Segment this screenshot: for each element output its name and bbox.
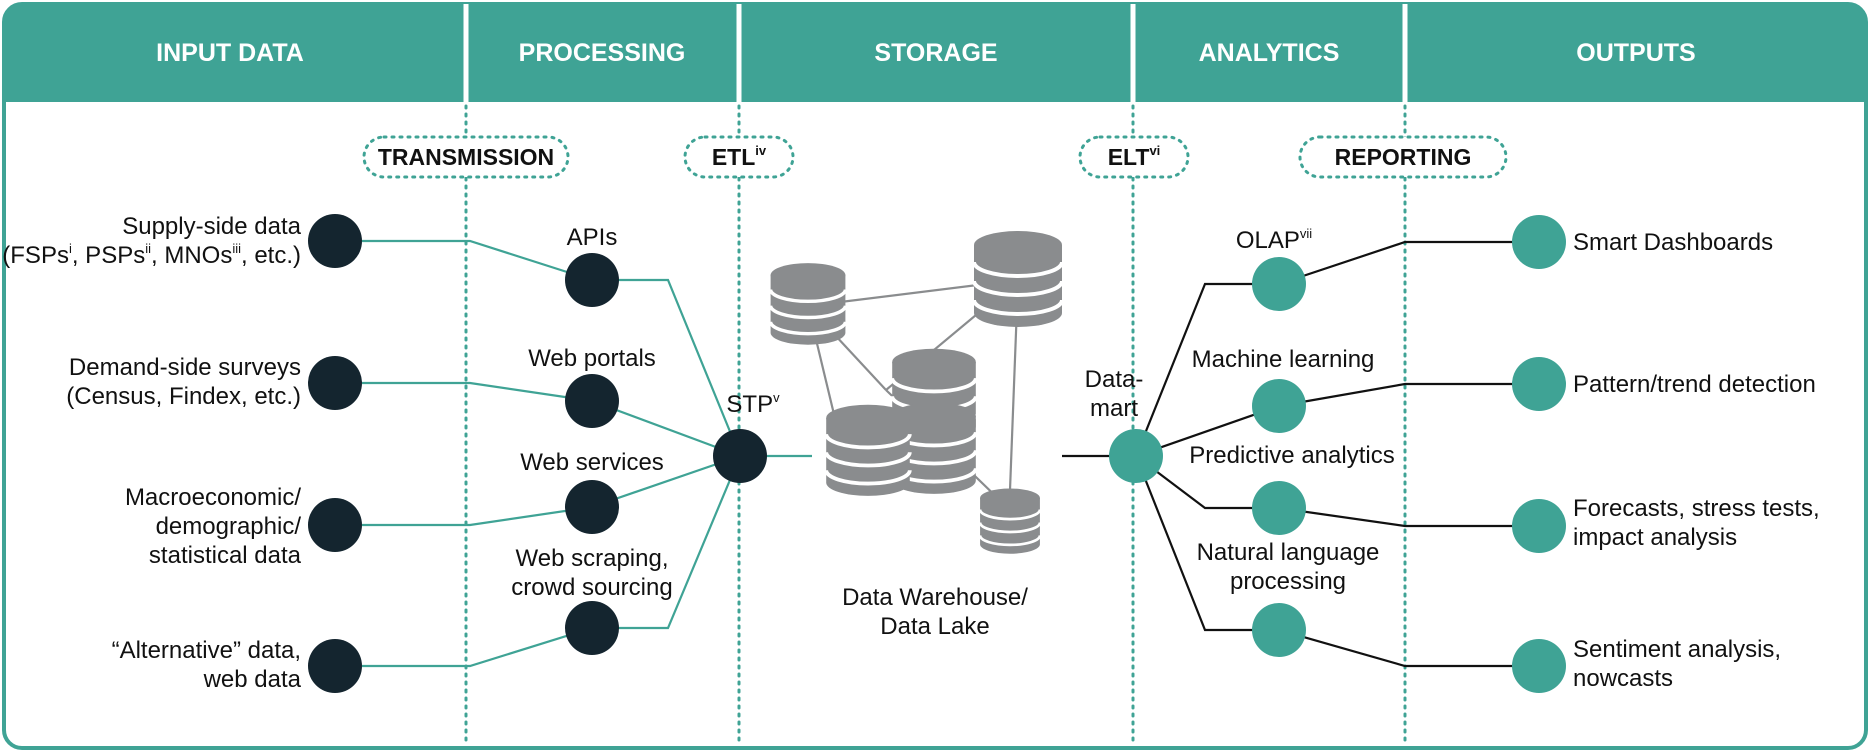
svg-text:impact analysis: impact analysis <box>1573 524 1737 551</box>
node <box>1252 603 1306 657</box>
database-icon <box>978 487 1042 556</box>
node <box>308 214 362 268</box>
svg-text:Natural language: Natural language <box>1197 539 1380 566</box>
tag-reporting: REPORTING <box>1298 135 1508 179</box>
svg-text:Pattern/trend detection: Pattern/trend detection <box>1573 371 1816 398</box>
svg-text:TRANSMISSION: TRANSMISSION <box>378 144 554 170</box>
input-supply-side: Supply-side data (FSPsi, PSPsii, MNOsiii… <box>2 213 362 269</box>
header-bar: INPUT DATA PROCESSING STORAGE ANALYTICS … <box>4 4 1866 102</box>
input-alternative: “Alternative” data, web data <box>112 637 362 693</box>
svg-text:nowcasts: nowcasts <box>1573 665 1673 692</box>
storage-label-line1: Data Warehouse/ <box>842 584 1028 611</box>
node <box>1512 357 1566 411</box>
svg-text:mart: mart <box>1090 395 1138 422</box>
svg-text:Macroeconomic/: Macroeconomic/ <box>125 484 301 511</box>
svg-text:Web scraping,: Web scraping, <box>516 545 669 572</box>
tag-etl: ETLiv <box>683 135 795 179</box>
svg-text:Smart Dashboards: Smart Dashboards <box>1573 229 1773 256</box>
svg-text:Web portals: Web portals <box>528 345 656 372</box>
column-dividers <box>464 104 1407 748</box>
header-processing: PROCESSING <box>519 39 686 67</box>
tag-transmission: TRANSMISSION <box>362 135 570 179</box>
svg-text:Web services: Web services <box>520 449 664 476</box>
svg-text:REPORTING: REPORTING <box>1335 144 1472 170</box>
tag-elt: ELTvi <box>1078 135 1190 179</box>
node <box>565 480 619 534</box>
node <box>308 498 362 552</box>
svg-text:demographic/: demographic/ <box>156 513 302 540</box>
output-forecasts: Forecasts, stress tests, impact analysis <box>1512 495 1820 553</box>
svg-text:statistical data: statistical data <box>149 542 302 569</box>
svg-text:processing: processing <box>1230 568 1346 595</box>
svg-text:OLAPvii: OLAPvii <box>1236 226 1312 254</box>
node <box>1109 429 1163 483</box>
node <box>308 356 362 410</box>
svg-text:Data-: Data- <box>1085 366 1144 393</box>
node <box>308 639 362 693</box>
svg-text:web data: web data <box>203 666 302 693</box>
svg-text:Supply-side data: Supply-side data <box>122 213 301 240</box>
output-sentiment: Sentiment analysis, nowcasts <box>1512 636 1781 693</box>
node <box>1512 639 1566 693</box>
node <box>565 374 619 428</box>
database-icon <box>972 229 1064 329</box>
output-pattern: Pattern/trend detection <box>1512 357 1816 411</box>
svg-text:APIs: APIs <box>567 224 618 251</box>
node <box>1252 257 1306 311</box>
node <box>1512 499 1566 553</box>
analytics-olap: OLAPvii <box>1236 226 1312 311</box>
svg-text:“Alternative” data,: “Alternative” data, <box>112 637 301 664</box>
storage-cluster: Data Warehouse/ Data Lake <box>768 229 1064 640</box>
processing-web-portals: Web portals <box>528 345 656 428</box>
svg-text:Predictive analytics: Predictive analytics <box>1189 442 1394 469</box>
analytics-predictive: Predictive analytics <box>1189 442 1395 535</box>
connectors-outputs <box>1278 240 1539 668</box>
svg-text:ETLiv: ETLiv <box>712 143 767 170</box>
input-demand-side: Demand-side surveys (Census, Findex, etc… <box>66 354 362 410</box>
storage-datamart: Data- mart <box>1085 366 1163 483</box>
svg-text:ELTvi: ELTvi <box>1108 143 1161 170</box>
database-icon <box>768 261 848 347</box>
svg-text:STPv: STPv <box>726 390 780 418</box>
header-analytics: ANALYTICS <box>1199 39 1340 67</box>
svg-text:(FSPsi, PSPsii, MNOsiii, etc.): (FSPsi, PSPsii, MNOsiii, etc.) <box>2 241 301 269</box>
processing-stp: STPv <box>713 390 780 483</box>
input-macroeconomic: Macroeconomic/ demographic/ statistical … <box>125 484 362 569</box>
node <box>1252 481 1306 535</box>
svg-text:Demand-side surveys: Demand-side surveys <box>69 354 301 381</box>
svg-text:Sentiment analysis,: Sentiment analysis, <box>1573 636 1781 663</box>
processing-web-scraping: Web scraping, crowd sourcing <box>511 545 673 655</box>
connectors-input <box>362 239 593 668</box>
node <box>565 253 619 307</box>
node <box>565 601 619 655</box>
svg-text:Machine learning: Machine learning <box>1192 346 1375 373</box>
header-outputs: OUTPUTS <box>1576 39 1695 67</box>
database-icon <box>824 402 912 498</box>
processing-web-services: Web services <box>520 449 664 534</box>
svg-text:crowd sourcing: crowd sourcing <box>511 574 672 601</box>
svg-text:Forecasts, stress tests,: Forecasts, stress tests, <box>1573 495 1820 522</box>
svg-text:(Census, Findex, etc.): (Census, Findex, etc.) <box>66 383 301 410</box>
header-storage: STORAGE <box>874 39 997 67</box>
node <box>1252 379 1306 433</box>
storage-label-line2: Data Lake <box>880 613 989 640</box>
header-input-data: INPUT DATA <box>156 39 304 67</box>
node <box>1512 215 1566 269</box>
processing-apis: APIs <box>565 224 619 307</box>
output-dashboards: Smart Dashboards <box>1512 215 1773 269</box>
analytics-nlp: Natural language processing <box>1197 539 1380 657</box>
analytics-machine-learning: Machine learning <box>1192 346 1375 433</box>
node <box>713 429 767 483</box>
